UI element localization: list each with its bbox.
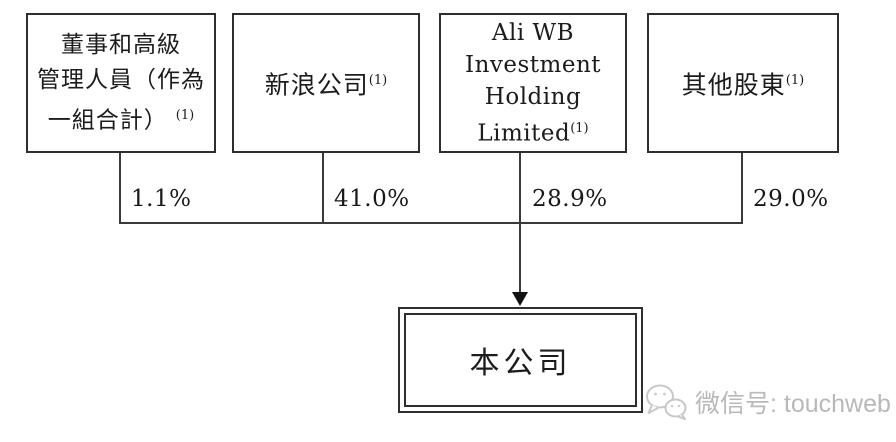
label-line: 董事和高級 [61,31,181,58]
percent-label-others: 29.0% [753,186,829,212]
company-box: 本公司 [398,307,643,413]
connector-stub-sina [322,153,324,224]
shareholder-box-directors: 董事和高級 管理人員（作為 一組合計）(1) [26,13,216,153]
footnote-marker: (1) [785,73,805,89]
connector-stub-directors [119,153,121,224]
shareholder-box-others: 其他股東(1) [647,13,839,153]
shareholder-label-others: 其他股東(1) [681,70,805,100]
label-line: Holding [484,83,582,110]
shareholder-box-ali-wb: Ali WB Investment Holding Limited(1) [439,13,627,153]
connector-stub-ali-wb [519,153,521,224]
arrow-shaft [519,222,521,294]
connector-rail [119,222,743,224]
footnote-marker: (1) [368,73,388,89]
label-line: 管理人員（作為 [37,66,205,93]
arrow-head-down-icon [512,292,528,306]
watermark-text: 微信号: touchweb [695,389,891,418]
company-label: 本公司 [469,346,572,381]
shareholder-label-directors: 董事和高級 管理人員（作為 一組合計）(1) [37,28,205,139]
percent-label-sina: 41.0% [334,186,410,212]
wechat-icon [646,384,687,420]
label-line: Investment [464,51,602,78]
percent-label-directors: 1.1% [131,186,192,212]
shareholder-label-ali-wb: Ali WB Investment Holding Limited(1) [465,17,601,150]
label-line: 一組合計）(1) [47,107,195,134]
shareholder-label-sina: 新浪公司(1) [264,70,388,100]
label-line: Limited(1) [477,120,589,147]
connector-stub-others [741,153,743,224]
footnote-marker: (1) [175,107,195,123]
shareholder-box-sina: 新浪公司(1) [232,13,420,153]
watermark: 微信号: touchweb [644,383,891,420]
company-box-inner-border: 本公司 [404,313,637,407]
footnote-marker: (1) [570,120,589,136]
percent-label-ali-wb: 28.9% [532,186,608,212]
label-line: Ali WB [491,19,575,46]
